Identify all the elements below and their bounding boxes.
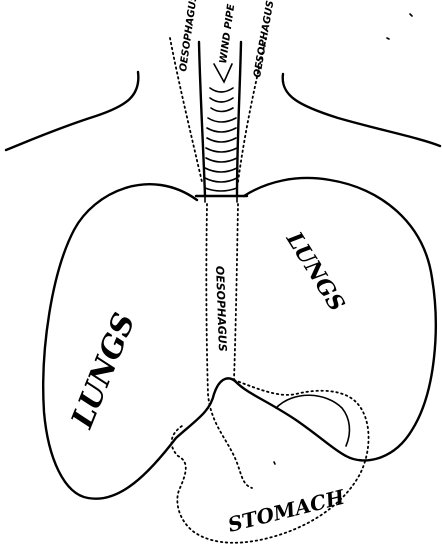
label-oesophagus-left: OESOPHAGUS	[178, 0, 200, 72]
label-stomach: STOMACH	[225, 484, 348, 536]
wind-pipe	[196, 42, 247, 202]
left-neck-shoulder-line	[6, 72, 138, 150]
mark-dot-3	[274, 462, 275, 464]
label-lungs-left: LUNGS	[65, 308, 143, 434]
oesophagus-center-right-dotted	[234, 204, 238, 380]
right-neck-shoulder-line	[283, 74, 440, 146]
label-oesophagus-center: OESOPHAGUS	[213, 266, 229, 352]
mark-dot-1	[410, 14, 412, 16]
mark-dot-2	[387, 38, 389, 39]
label-wind-pipe: WIND PIPE	[218, 3, 237, 64]
label-oesophagus-right: OESOPHAGUS	[252, 0, 276, 79]
stomach-fold-line	[276, 395, 349, 446]
label-lungs-right: LUNGS	[280, 227, 349, 316]
